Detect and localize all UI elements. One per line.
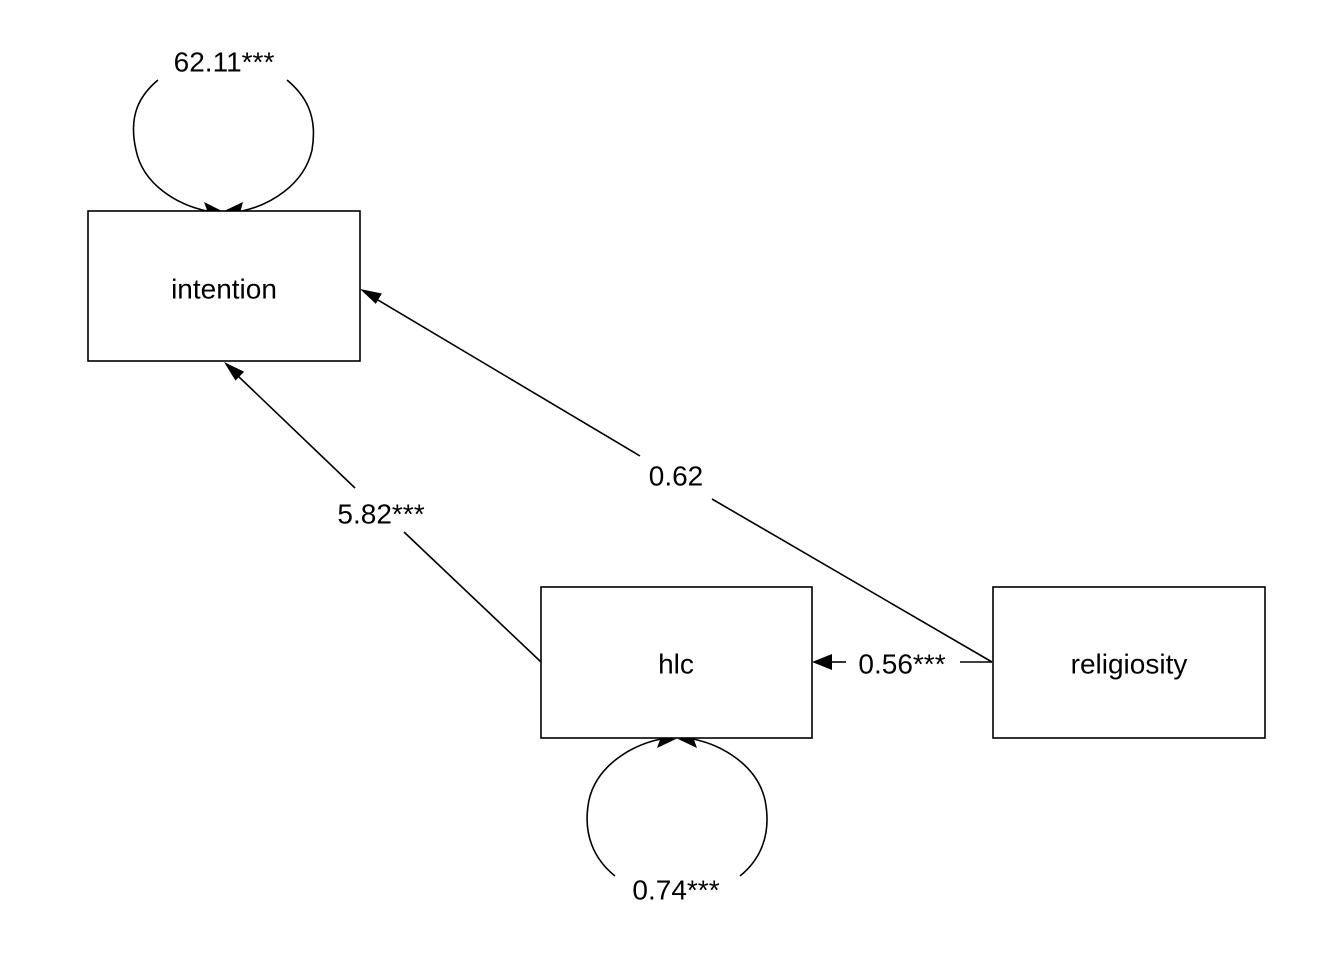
- node-religiosity-label: religiosity: [1071, 649, 1188, 680]
- variance-intention-label: 62.11***: [174, 47, 275, 78]
- path-religiosity-to-intention-line-upper: [377, 299, 641, 457]
- variance-loop-hlc: [586, 737, 768, 877]
- path-religiosity-to-intention: [360, 289, 993, 663]
- variance-loop-hlc-arrowhead-left: [657, 737, 676, 748]
- path-hlc-to-intention-label: 5.82***: [337, 499, 424, 530]
- path-hlc-to-intention-line-lower: [403, 531, 542, 663]
- path-religiosity-to-hlc-label: 0.56***: [858, 649, 945, 680]
- variance-loop-hlc-arrowhead-right: [678, 737, 697, 748]
- path-hlc-to-intention-arrowhead: [224, 362, 245, 381]
- node-intention: intention: [87, 210, 361, 362]
- path-religiosity-to-hlc-arrowhead: [812, 654, 832, 670]
- variance-loop-intention-arc: [132, 79, 315, 212]
- variance-loop-hlc-arc: [586, 738, 768, 877]
- path-religiosity-to-hlc: [812, 654, 992, 670]
- node-intention-label: intention: [171, 274, 277, 305]
- node-religiosity: religiosity: [992, 586, 1266, 739]
- path-religiosity-to-intention-line-lower: [711, 498, 993, 663]
- variance-hlc-label: 0.74***: [632, 875, 719, 906]
- variance-loop-intention: [132, 79, 315, 213]
- path-religiosity-to-intention-arrowhead: [360, 289, 382, 304]
- node-hlc: hlc: [540, 586, 813, 739]
- path-hlc-to-intention: [224, 362, 542, 663]
- path-hlc-to-intention-line-upper: [237, 375, 356, 489]
- node-hlc-label: hlc: [658, 649, 694, 680]
- path-religiosity-to-intention-label: 0.62: [649, 461, 704, 492]
- node-religiosity-box: [992, 586, 1266, 739]
- node-intention-box: [87, 210, 361, 362]
- node-hlc-box: [540, 586, 813, 739]
